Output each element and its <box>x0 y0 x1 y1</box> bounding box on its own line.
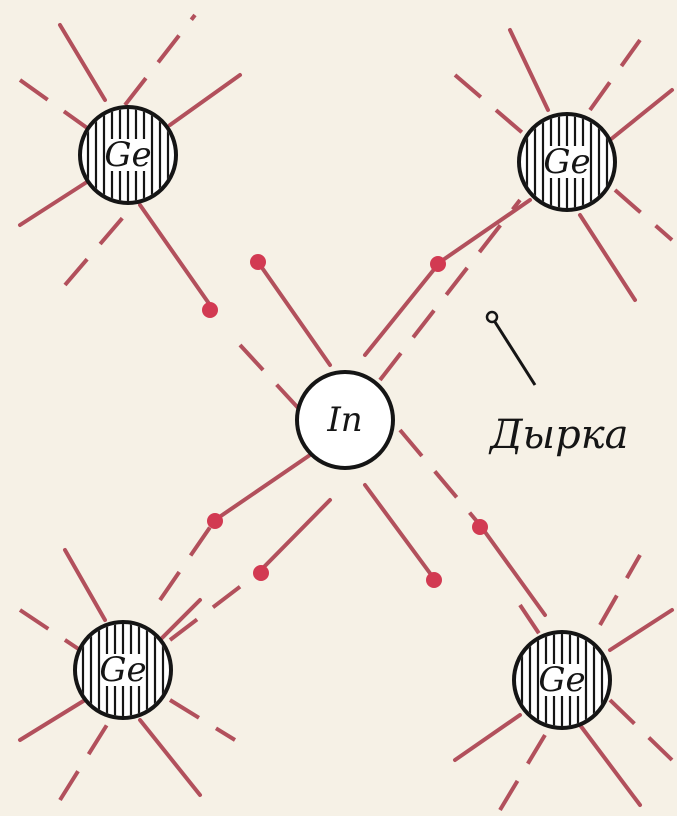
bond-in-ge-bottom-right-dash <box>400 430 480 525</box>
outer-bond-br-5 <box>455 715 520 760</box>
outer-bond-bl-6 <box>170 700 235 740</box>
bond-in-ge-top-right-c <box>440 200 530 262</box>
outer-bond-tl-4 <box>125 15 195 105</box>
bond-in-ge-top-right-b <box>380 200 520 380</box>
outer-bond-bl-2 <box>20 610 80 650</box>
hole-marker <box>487 312 497 322</box>
outer-bond-tl-2 <box>65 215 125 285</box>
bond-in-ge-bottom-right-a <box>365 485 435 580</box>
outer-bond-bl-4 <box>60 720 110 800</box>
outer-bond-tr-5 <box>580 215 635 300</box>
outer-bond-tr-6 <box>615 190 672 240</box>
atom-ge-top-left: Ge <box>80 100 176 210</box>
electron-5 <box>253 565 269 581</box>
atom-ge-bottom-right: Ge <box>514 625 610 735</box>
bond-in-ge-top-left-a <box>140 205 210 305</box>
electron-1 <box>202 302 218 318</box>
atom-label: Ge <box>538 660 585 700</box>
outer-bond-tr-2 <box>455 75 525 135</box>
atom-label: Ge <box>104 135 151 175</box>
outer-bond-br-2 <box>610 610 672 650</box>
outer-bond-tl-6 <box>60 25 105 100</box>
atom-ge-bottom-left: Ge <box>75 615 171 725</box>
outer-bond-br-6 <box>500 735 545 810</box>
outer-bond-tr-3 <box>590 40 640 110</box>
atom-in-center: In <box>297 372 393 468</box>
outer-bond-br-7 <box>520 605 540 635</box>
bond-in-ge-top-right-a <box>365 262 440 355</box>
electron-6 <box>426 572 442 588</box>
outer-bond-br-3 <box>580 725 640 805</box>
bond-in-ge-bottom-left-a <box>215 455 310 520</box>
outer-bond-tl-5 <box>20 80 90 130</box>
bond-in-ge-bottom-left-dash2 <box>170 573 258 640</box>
outer-bond-br-4 <box>610 700 672 760</box>
outer-bond-tr-4 <box>610 90 672 140</box>
outer-bond-tr-1 <box>510 30 548 110</box>
outer-bond-br-1 <box>600 555 640 625</box>
bond-in-ge-bottom-right-b <box>480 525 545 615</box>
hole-pointer-line <box>495 322 535 385</box>
bond-in-ge-bottom-left-dash <box>160 520 215 600</box>
atom-ge-top-right: Ge <box>519 105 615 220</box>
hole-callout: Дырка <box>487 312 628 458</box>
outer-bond-bl-3 <box>20 700 85 740</box>
bond-in-ge-top-left-dash <box>240 345 300 410</box>
outer-bond-tl-1 <box>20 180 90 225</box>
electron-3 <box>430 256 446 272</box>
electron-7 <box>472 519 488 535</box>
hole-label: Дырка <box>488 412 628 458</box>
outer-bond-bl-1 <box>65 550 105 620</box>
outer-bond-tl-3 <box>170 75 240 125</box>
atom-label: In <box>326 400 362 440</box>
electron-2 <box>250 254 266 270</box>
atom-label: Ge <box>99 650 146 690</box>
atom-label: Ge <box>543 142 590 182</box>
electron-4 <box>207 513 223 529</box>
bond-in-ge-bottom-left-b <box>258 500 330 573</box>
outer-bond-bl-5 <box>140 720 200 795</box>
bond-in-ge-top-left-b <box>258 262 330 365</box>
